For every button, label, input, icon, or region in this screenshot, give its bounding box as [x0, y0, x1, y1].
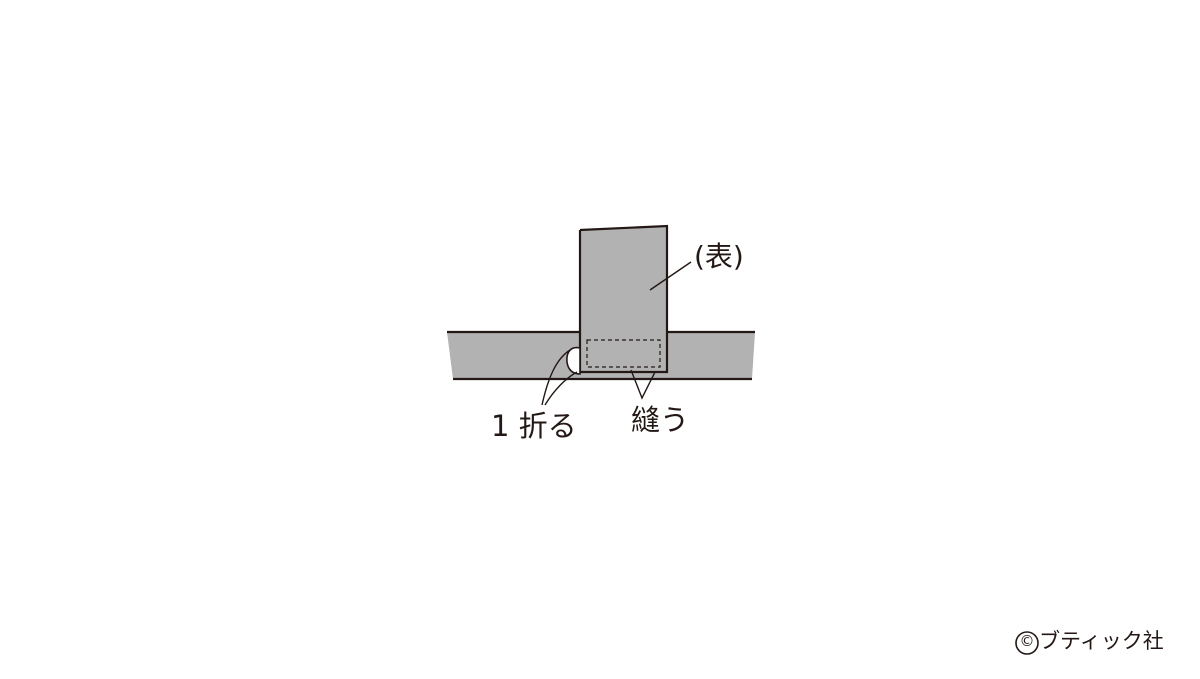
- front-side-label: (表): [694, 240, 744, 273]
- fold-leader-line-2: [544, 371, 578, 406]
- folded-edge: [566, 346, 581, 375]
- sew-label: 縫う: [631, 403, 690, 437]
- copyright-symbol: ©: [1019, 632, 1035, 650]
- publisher-name: ブティック社: [1039, 629, 1164, 653]
- copyright-circle: [1015, 631, 1039, 655]
- fold-label: 1 折る: [491, 409, 577, 443]
- stitch-line: [586, 339, 661, 368]
- fold-leader-line: [541, 349, 571, 406]
- vertical-strap: [580, 226, 667, 372]
- front-leader-line: [649, 261, 692, 291]
- sew-leader-line: [630, 369, 656, 400]
- strap-outline: [578, 224, 669, 374]
- publisher-credit: ©ブティック社: [1015, 631, 1164, 652]
